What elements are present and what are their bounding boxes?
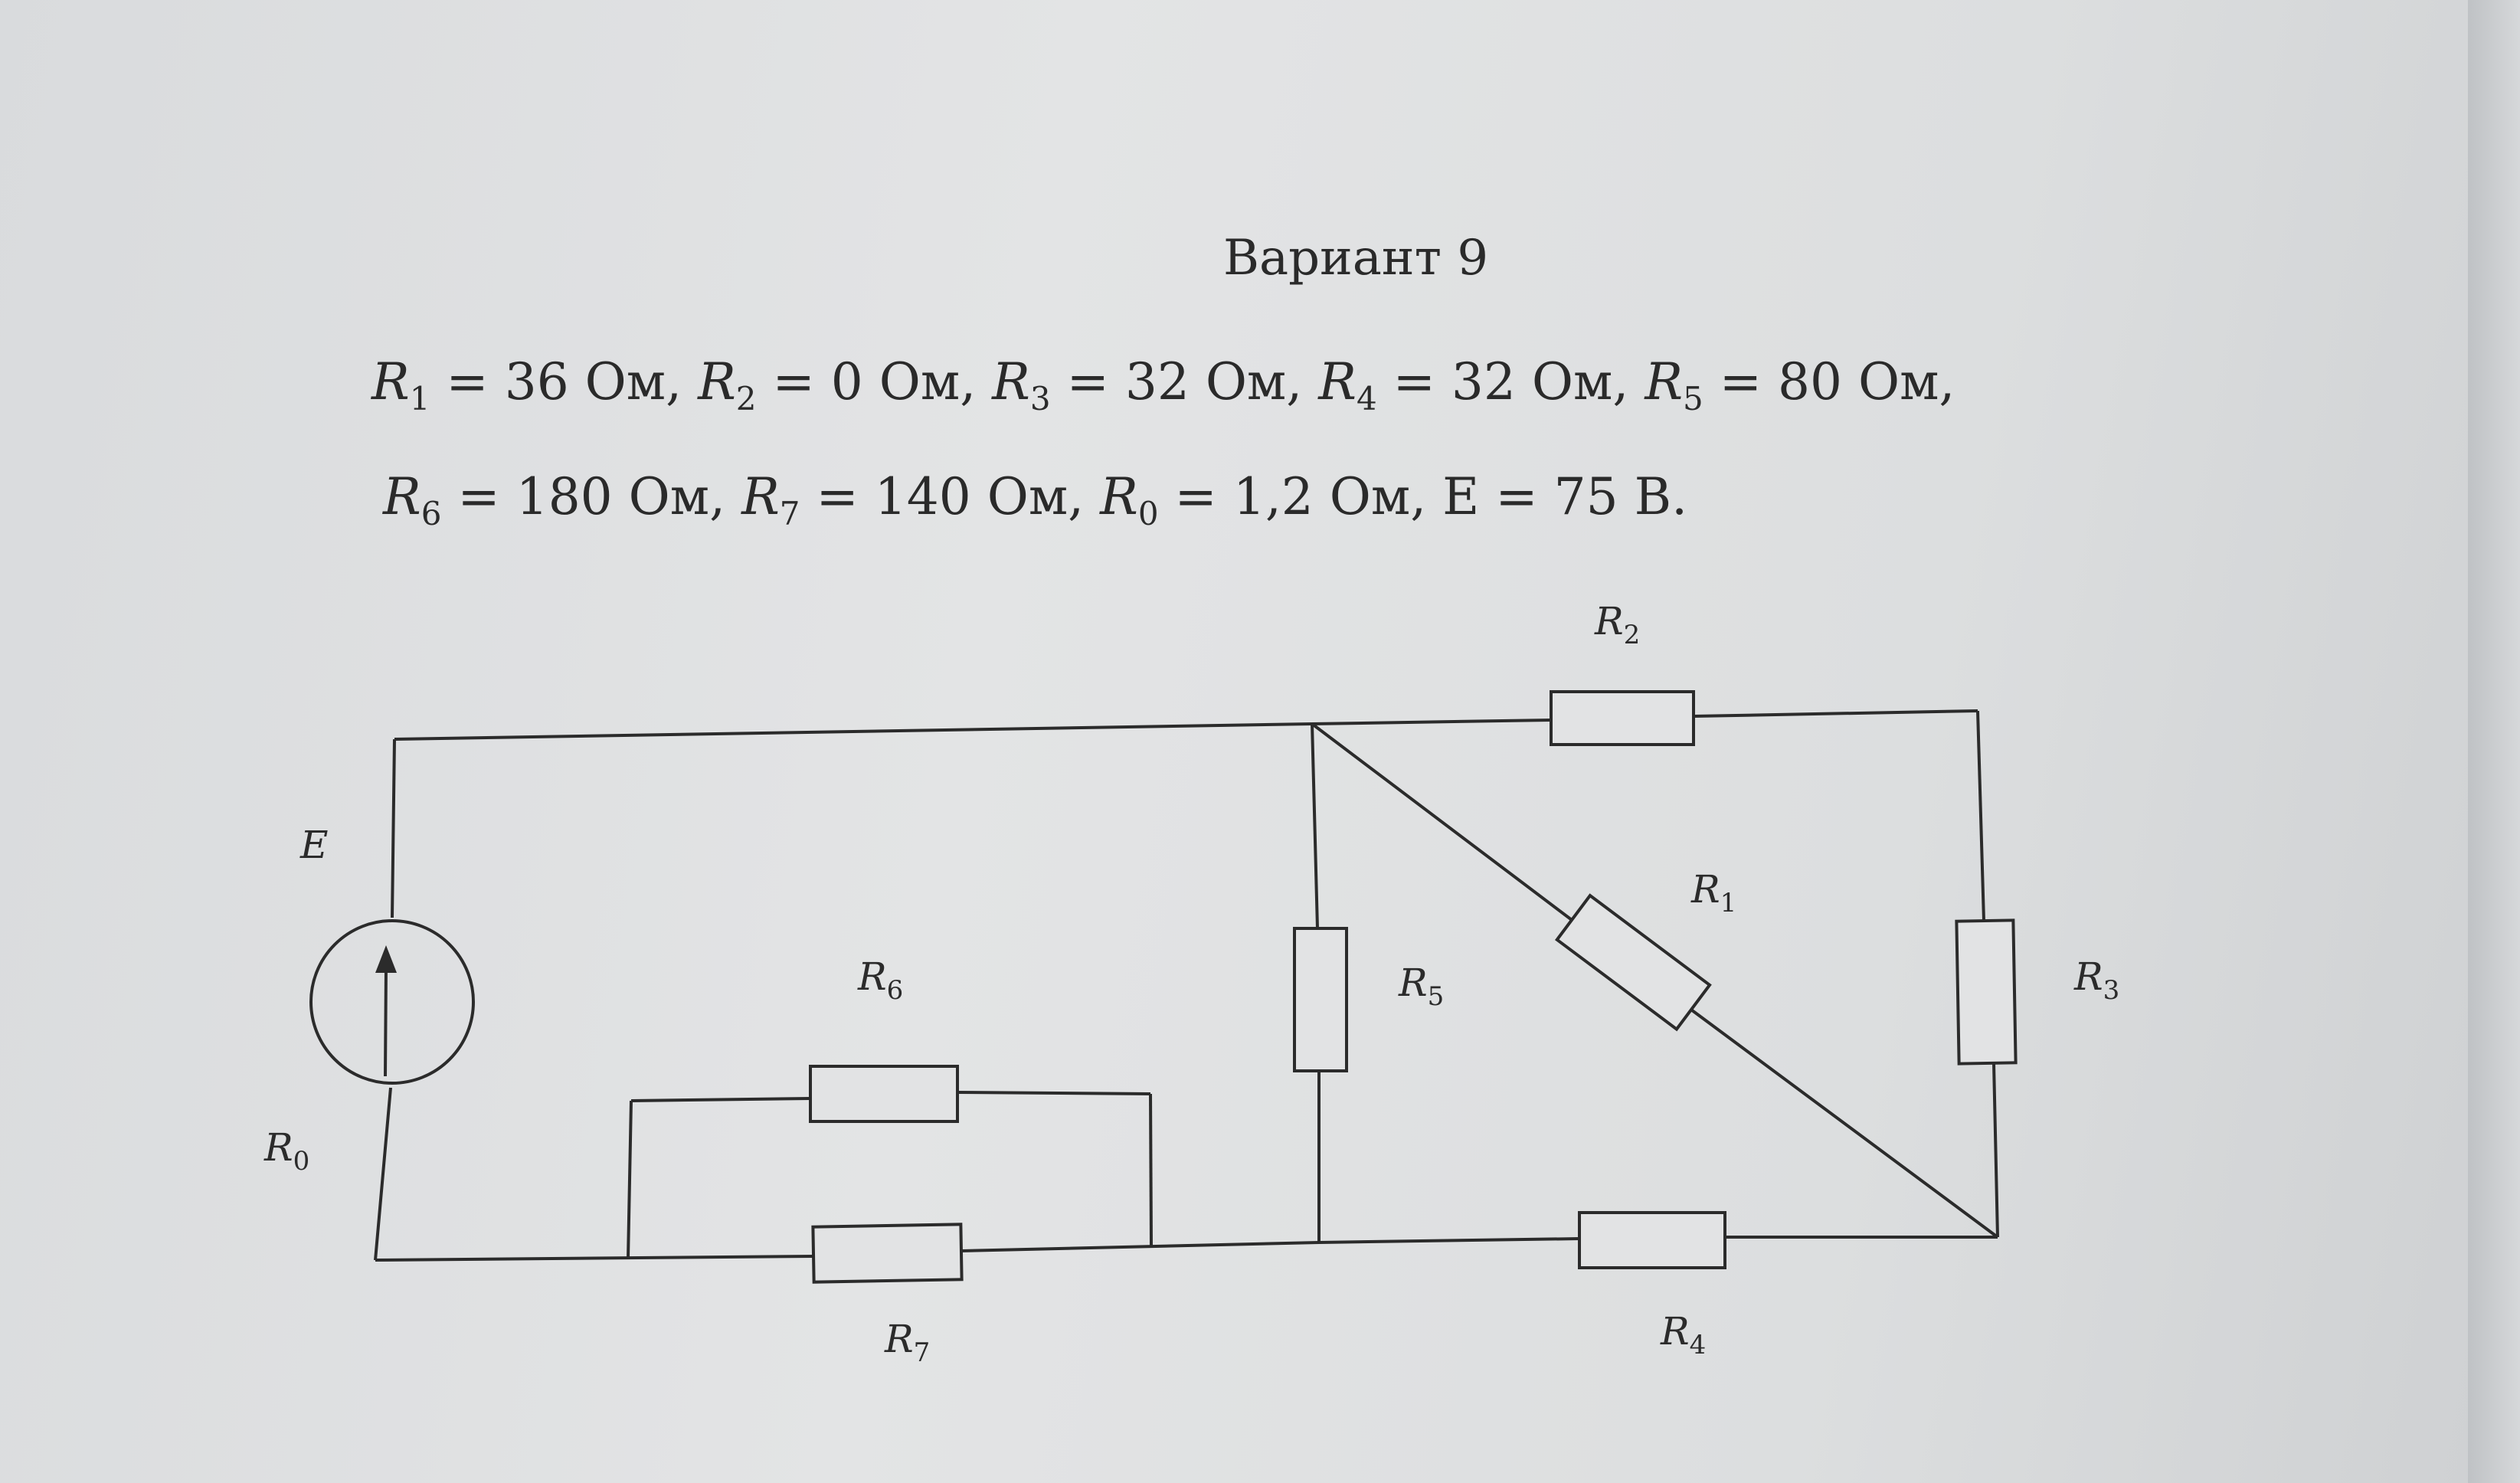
label-r7: R7 <box>884 1317 930 1368</box>
wire-loop-right <box>1149 1093 1153 1247</box>
parameters-line-2: R6 = 180 Ом, R7 = 140 Ом, R0 = 1,2 Ом, E… <box>383 467 1687 532</box>
label-r1: R1 <box>1690 867 1736 918</box>
parameter-term: E = 75 В. <box>1442 467 1687 526</box>
emf-arrow-shaft <box>384 966 388 1077</box>
parameter-value: = 32 Ом, <box>1050 352 1319 411</box>
resistor-r3 <box>1955 918 2018 1066</box>
parameter-subscript: 4 <box>1356 380 1377 418</box>
parameter-subscript: 2 <box>735 380 757 418</box>
emf-source <box>309 919 475 1085</box>
wire-diagonal-upper <box>1311 722 1586 931</box>
parameter-subscript: 7 <box>779 495 800 533</box>
parameter-value: = 80 Ом, <box>1703 352 1955 411</box>
wire-loop-top-left <box>630 1097 811 1102</box>
label-r0: R0 <box>263 1125 309 1177</box>
label-r5: R5 <box>1398 961 1444 1012</box>
wire-loop-left <box>627 1100 633 1259</box>
emf-source-circle <box>309 919 475 1085</box>
wire-left-lower <box>374 1087 392 1261</box>
parameter-symbol: R <box>1645 352 1684 411</box>
parameter-symbol: R <box>371 352 410 411</box>
parameter-symbol: R <box>383 467 421 526</box>
label-r2: R2 <box>1594 599 1640 650</box>
parameter-subscript: 0 <box>1137 495 1159 533</box>
parameter-term: R2 = 0 Ом, <box>698 352 993 417</box>
parameter-value: = 0 Ом, <box>756 352 993 411</box>
variant-title: Вариант 9 <box>1222 230 1489 286</box>
parameter-symbol: R <box>741 467 780 526</box>
parameter-symbol: R <box>698 352 736 411</box>
wire-right-lower <box>1992 1062 1999 1238</box>
parameters-line-1: R1 = 36 Ом, R2 = 0 Ом, R3 = 32 Ом, R4 = … <box>371 352 1955 417</box>
parameter-term: R7 = 140 Ом, <box>741 467 1101 532</box>
resistor-r6 <box>809 1065 959 1123</box>
parameter-symbol: R <box>1100 467 1138 526</box>
label-r4: R4 <box>1660 1309 1706 1360</box>
parameter-subscript: 5 <box>1683 380 1703 418</box>
wire-r2-to-right <box>1693 709 1978 718</box>
resistor-r1 <box>1554 893 1712 1032</box>
parameter-term: R6 = 180 Ом, <box>383 467 742 532</box>
parameter-term: R4 = 32 Ом, <box>1318 352 1645 417</box>
parameter-symbol: R <box>992 352 1030 411</box>
parameter-term: R5 = 80 Ом, <box>1645 352 1955 417</box>
resistor-r2 <box>1550 690 1695 746</box>
wire-loop-top-right <box>957 1091 1151 1095</box>
wire-bottom-to-r4 <box>1318 1237 1580 1244</box>
parameter-subscript: 1 <box>409 380 430 418</box>
parameter-value: = 180 Ом, <box>441 467 742 526</box>
parameter-value: = 32 Ом, <box>1376 352 1645 411</box>
wire-bottom-left <box>375 1255 814 1262</box>
wire-top-to-r2 <box>1311 719 1552 725</box>
wire-r5-upper <box>1311 723 1319 929</box>
emf-arrow-head-icon <box>375 945 397 973</box>
paper-sheet <box>0 0 2468 1483</box>
label-r3: R3 <box>2073 954 2119 1006</box>
wire-top-left <box>394 722 1313 741</box>
wire-right-upper <box>1976 710 1985 922</box>
parameter-term: R0 = 1,2 Ом, <box>1100 467 1443 532</box>
parameter-term: R3 = 32 Ом, <box>992 352 1319 417</box>
wire-left-upper <box>391 738 396 918</box>
page-edge <box>2468 0 2520 1483</box>
parameter-symbol: R <box>1318 352 1357 411</box>
parameter-subscript: 3 <box>1029 380 1051 418</box>
resistor-r4 <box>1578 1211 1726 1269</box>
label-e: E <box>299 823 329 867</box>
parameter-value: = 140 Ом, <box>800 467 1101 526</box>
parameter-term: R1 = 36 Ом, <box>371 352 699 417</box>
resistor-r7 <box>811 1223 964 1284</box>
parameter-value: = 1,2 Ом, <box>1158 467 1443 526</box>
label-r6: R6 <box>857 954 903 1006</box>
wire-diagonal-lower <box>1678 1000 1999 1239</box>
resistor-r5 <box>1293 927 1348 1072</box>
parameter-subscript: 6 <box>421 495 442 533</box>
parameter-value: E = 75 В. <box>1442 467 1688 526</box>
wire-bottom-mid <box>961 1241 1320 1252</box>
parameter-value: = 36 Ом, <box>430 352 699 411</box>
